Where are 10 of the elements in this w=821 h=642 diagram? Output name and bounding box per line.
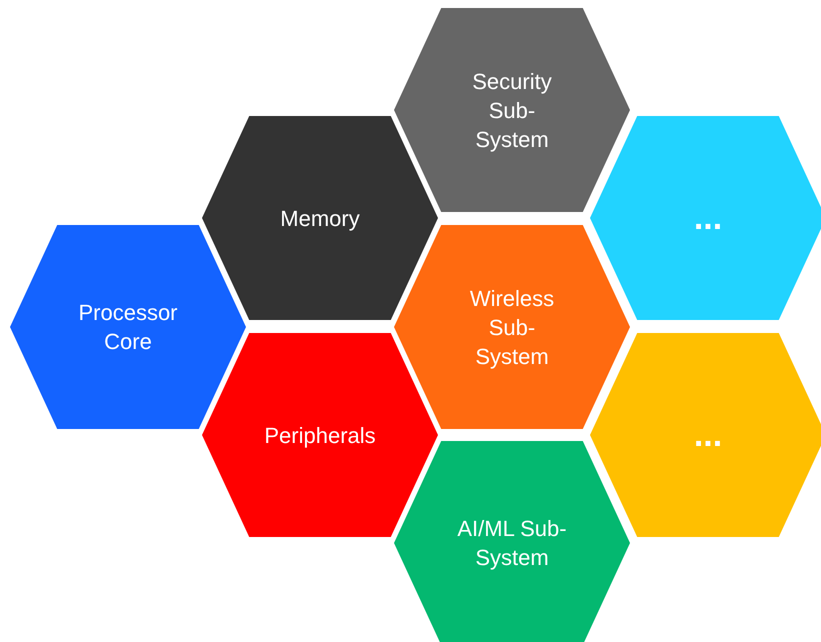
tile-label: Processor Core (77, 299, 179, 356)
tile-label: Peripherals (263, 422, 377, 450)
hexagon-tile (590, 116, 821, 320)
tile-label: Wireless Sub- System (468, 284, 556, 370)
hexagon-tile (590, 333, 821, 537)
tile-label: Security Sub- System (471, 68, 553, 154)
tile-label: ... (692, 204, 724, 232)
tile-label: AI/ML Sub- System (456, 515, 568, 572)
tile-label: ... (692, 420, 724, 450)
tile-label: Memory (279, 204, 361, 232)
